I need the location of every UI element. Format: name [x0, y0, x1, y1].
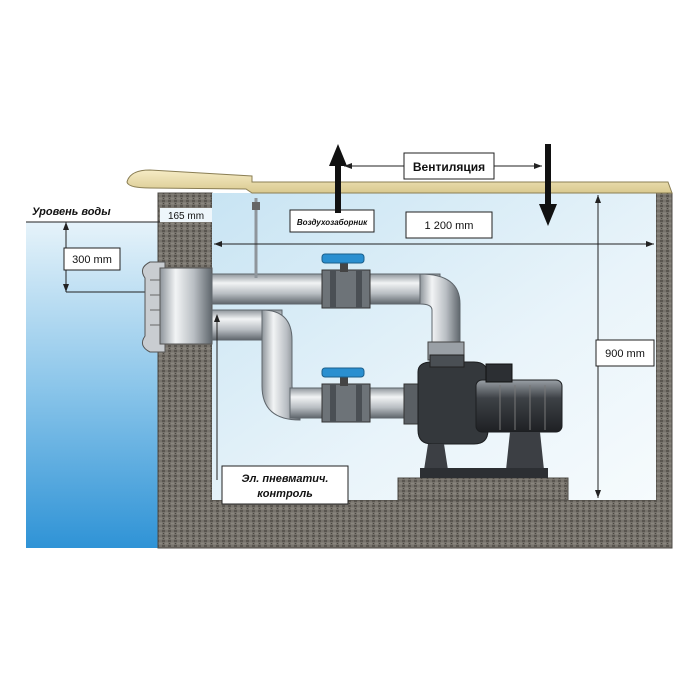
- upper-valve-handle: [321, 253, 365, 264]
- dim-300-label: 300 mm: [72, 254, 112, 266]
- pump: [403, 354, 563, 478]
- control-label-line2: контроль: [257, 488, 313, 500]
- jet-nozzle: [141, 261, 213, 353]
- dim-1200-box: [405, 211, 493, 239]
- upper-valve-stem: [340, 262, 348, 272]
- ventilation-label: Вентиляция: [413, 160, 485, 174]
- lower-valve-stem: [340, 376, 348, 386]
- upper-valve-body: [321, 269, 371, 309]
- dim-900-box: [595, 339, 655, 367]
- pump-base: [397, 477, 569, 501]
- dim-1200-label: 1 200 mm: [425, 220, 474, 232]
- deck-lid: [126, 169, 673, 194]
- ventilation-box: [403, 152, 495, 180]
- ventilation-up-arrow-icon: [329, 144, 347, 213]
- control-box: [221, 465, 349, 505]
- ventilation-down-arrow-icon: [539, 144, 557, 226]
- lower-valve-handle: [321, 367, 365, 378]
- air-intake-box: [289, 209, 375, 233]
- dim-900-label: 900 mm: [605, 348, 645, 360]
- control-label-line1: Эл. пневматич.: [242, 473, 329, 485]
- lower-valve-body: [321, 383, 371, 423]
- pool-water: [26, 222, 160, 548]
- air-intake-label: Воздухозаборник: [297, 218, 368, 227]
- water-level-label: Уровень воды: [32, 206, 111, 218]
- dim-300-box: [63, 247, 121, 271]
- dim-165-label: 165 mm: [168, 211, 204, 222]
- dim-165-box: [160, 208, 212, 222]
